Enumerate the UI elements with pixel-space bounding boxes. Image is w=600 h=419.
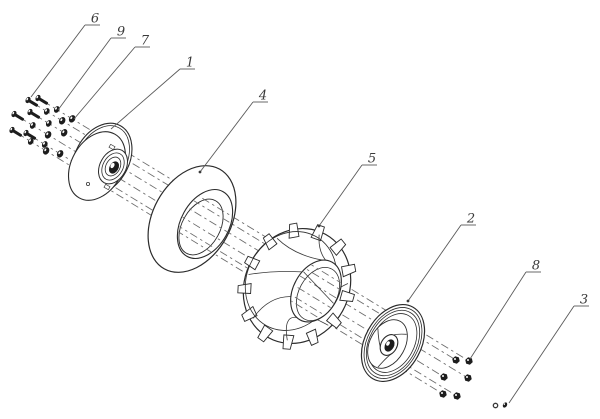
leader-line-6 <box>30 24 86 98</box>
tire-lug <box>339 289 356 302</box>
callout-3: 3 <box>508 293 589 404</box>
tire-lug <box>305 328 319 346</box>
bolt-washer-cluster <box>9 94 76 158</box>
callout-6: 6 <box>30 12 100 98</box>
flat-washer <box>68 115 76 123</box>
wheel-rim-right <box>360 304 426 382</box>
callout-label-1: 1 <box>186 56 194 71</box>
hex-nut <box>439 390 447 398</box>
callout-5: 5 <box>317 152 377 228</box>
valve-parts <box>492 402 508 409</box>
tire-lug <box>244 255 261 271</box>
hub-notch <box>108 143 116 151</box>
hex-bolt <box>25 96 39 107</box>
callout-label-9: 9 <box>117 25 125 40</box>
valve-stem <box>502 402 508 408</box>
tire-lug <box>310 224 325 242</box>
tire-lug <box>325 312 342 329</box>
hex-bolt <box>9 126 23 137</box>
callout-7: 7 <box>73 34 150 120</box>
spring-washer <box>53 106 60 113</box>
hex-nut <box>440 373 448 381</box>
flat-washer <box>58 117 66 125</box>
rim-vent-hole <box>86 181 91 186</box>
callout-label-8: 8 <box>532 259 540 274</box>
callout-1: 1 <box>110 56 195 130</box>
tire-lug <box>329 238 347 257</box>
hex-bolt <box>27 108 41 119</box>
wheel-rim-left <box>67 122 133 201</box>
leader-line-2 <box>407 224 462 302</box>
callout-8: 8 <box>469 259 541 360</box>
tire-tread-curve <box>252 296 291 319</box>
hex-bolt <box>11 110 25 121</box>
leader-line-4 <box>199 101 254 173</box>
callout-label-3: 3 <box>580 293 588 308</box>
callout-label-5: 5 <box>368 152 376 167</box>
callout-4: 4 <box>198 89 268 174</box>
tire-lug <box>237 282 252 294</box>
leader-line-7 <box>73 46 136 120</box>
flat-washer <box>44 131 52 139</box>
leader-line-3 <box>508 305 575 404</box>
callout-label-7: 7 <box>141 34 150 49</box>
callout-2: 2 <box>406 212 476 303</box>
spring-washer <box>29 122 36 129</box>
tire-lug <box>282 334 295 350</box>
callout-9: 9 <box>57 25 126 111</box>
valve-ring <box>492 402 499 409</box>
leader-line-8 <box>469 271 527 360</box>
callout-label-2: 2 <box>466 212 475 227</box>
tire-lug <box>288 222 300 239</box>
leader-line-5 <box>318 164 363 227</box>
hex-bolt <box>35 94 49 105</box>
tire-tread-curve <box>285 316 297 341</box>
spring-washer <box>43 108 50 115</box>
hub-notch <box>103 183 111 191</box>
hex-nut <box>453 392 461 400</box>
leader-end-dot <box>317 224 321 228</box>
tire-hole-centerlines <box>281 252 351 330</box>
tire-lug <box>241 305 258 323</box>
tire-tread-curve <box>248 271 303 275</box>
leader-end-dot <box>198 170 202 174</box>
nut-cluster <box>439 356 473 400</box>
callout-label-4: 4 <box>258 89 267 104</box>
tire-lug <box>262 233 278 251</box>
flat-washer <box>56 150 64 158</box>
leader-end-dot <box>406 299 410 303</box>
tractor-tire <box>237 222 357 350</box>
spring-washer <box>27 138 34 145</box>
flat-washer <box>60 129 68 137</box>
hex-nut <box>464 374 472 382</box>
spring-washer <box>45 120 52 127</box>
tire-lug <box>257 324 274 343</box>
leader-line-1 <box>110 68 181 130</box>
hex-nut <box>465 357 473 365</box>
callout-label-6: 6 <box>91 12 99 27</box>
flat-washer <box>42 147 50 155</box>
tire-lug <box>341 263 357 278</box>
hex-nut <box>452 356 460 364</box>
hex-bolt <box>23 129 37 140</box>
leader-line-9 <box>57 37 112 111</box>
tire-tread-curve <box>276 238 323 261</box>
spring-washer <box>41 141 48 148</box>
